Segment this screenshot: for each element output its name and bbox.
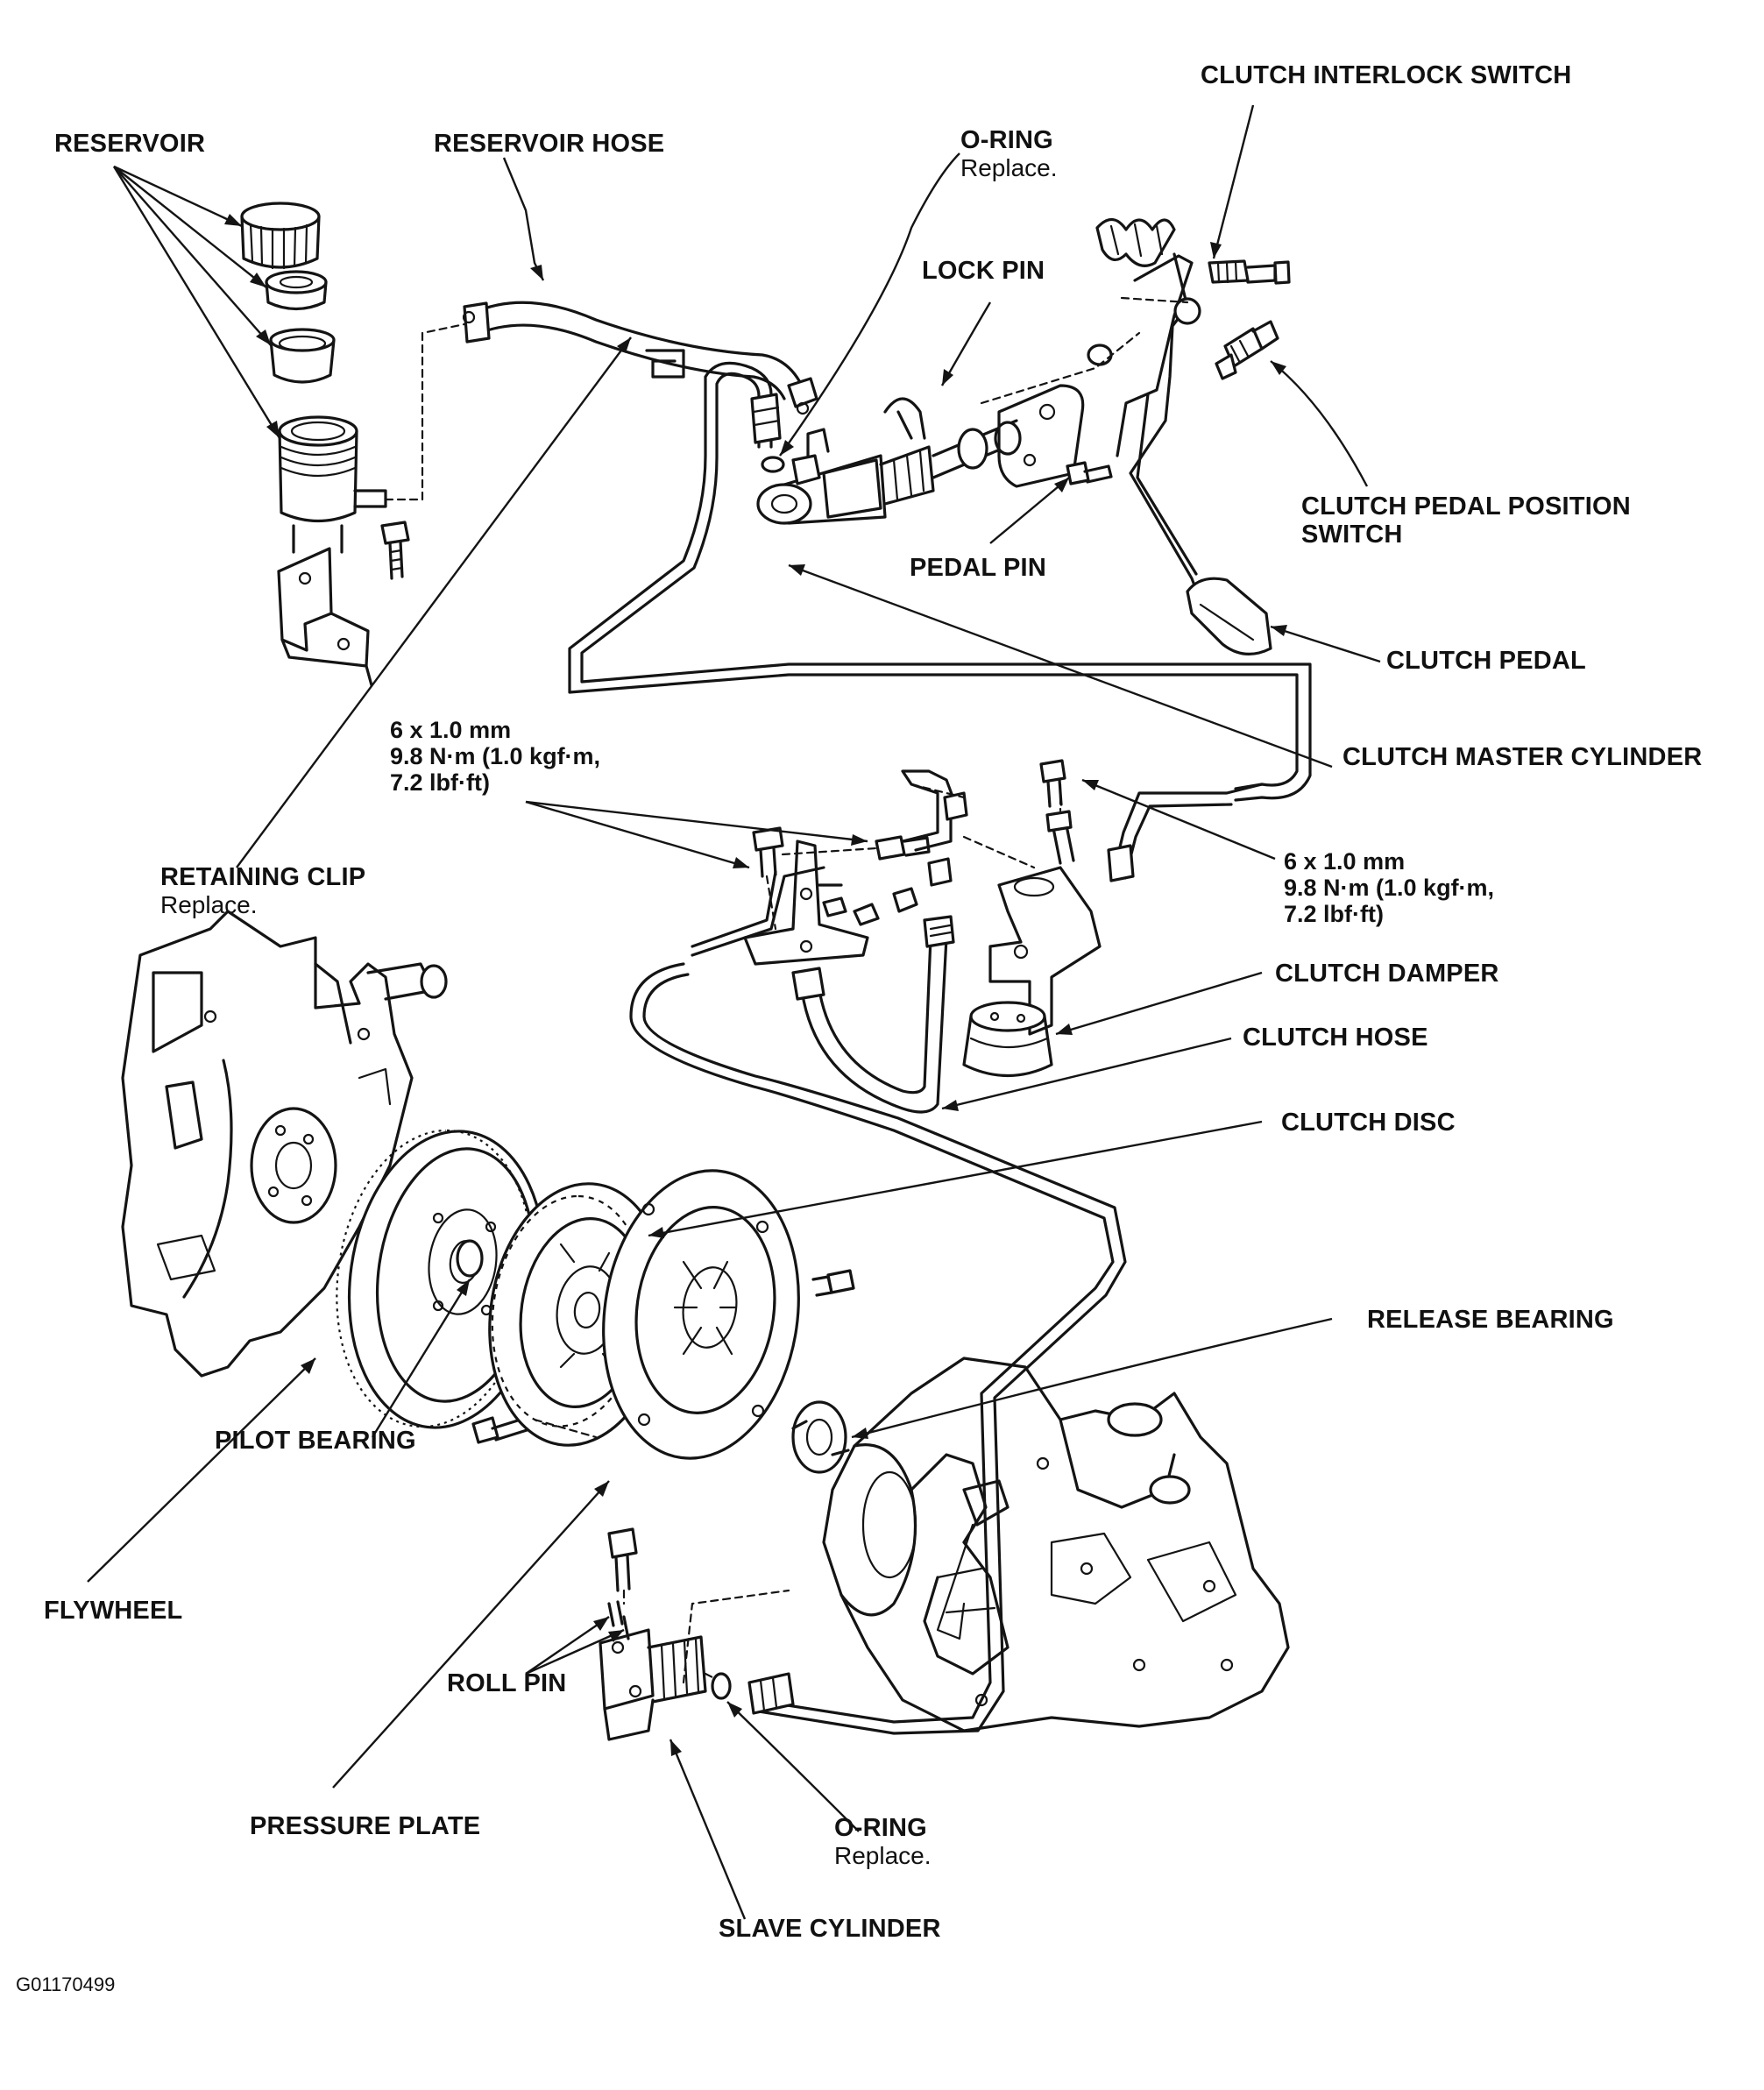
label-torque-right-line2: 9.8 N·m (1.0 kgf·m,	[1284, 875, 1495, 902]
clutch-interlock-switch-part	[1208, 259, 1291, 285]
clutch-master-cylinder-part	[756, 419, 1022, 525]
label-slave-cylinder-title: SLAVE CYLINDER	[719, 1915, 941, 1943]
label-lock-pin-title: LOCK PIN	[922, 257, 1045, 285]
label-torque-right: 6 x 1.0 mm 9.8 N·m (1.0 kgf·m, 7.2 lbf·f…	[1284, 848, 1494, 928]
label-release-bearing: RELEASE BEARING	[1367, 1306, 1614, 1334]
slave-cylinder-part	[599, 1527, 795, 1741]
reservoir-tank-part	[278, 415, 387, 554]
label-torque-left-line2: 9.8 N·m (1.0 kgf·m,	[390, 743, 601, 770]
label-flywheel-title: FLYWHEEL	[44, 1597, 183, 1625]
label-clutch-interlock-switch-title: CLUTCH INTERLOCK SWITCH	[1201, 61, 1572, 89]
label-clutch-master-cylinder-title: CLUTCH MASTER CYLINDER	[1342, 743, 1703, 771]
label-reservoir-title: RESERVOIR	[54, 130, 206, 158]
label-release-bearing-title: RELEASE BEARING	[1367, 1306, 1614, 1334]
clutch-line-to-slave	[629, 962, 1115, 1724]
clutch-pedal-part	[1095, 217, 1272, 655]
pedal-nut-part	[1087, 344, 1113, 366]
retaining-clip-part	[645, 349, 685, 379]
label-pilot-bearing-title: PILOT BEARING	[215, 1427, 416, 1455]
label-o-ring-top-title: O-RING	[960, 126, 1053, 154]
label-clutch-disc-title: CLUTCH DISC	[1281, 1109, 1456, 1137]
label-retaining-clip-note: Replace.	[160, 891, 258, 919]
label-clutch-pedal: CLUTCH PEDAL	[1386, 647, 1586, 675]
reservoir-strainer-part	[269, 328, 336, 384]
label-retaining-clip: RETAINING CLIP Replace.	[160, 863, 365, 919]
label-clutch-damper-title: CLUTCH DAMPER	[1275, 960, 1499, 988]
label-clutch-interlock-switch: CLUTCH INTERLOCK SWITCH	[1201, 61, 1571, 89]
label-clutch-hose: CLUTCH HOSE	[1243, 1024, 1428, 1052]
label-clutch-master-cylinder: CLUTCH MASTER CYLINDER	[1342, 743, 1702, 771]
label-pilot-bearing: PILOT BEARING	[215, 1427, 416, 1455]
label-pedal-pin: PEDAL PIN	[910, 554, 1046, 582]
reservoir-assembly	[240, 202, 410, 687]
label-clutch-pedal-position-switch: CLUTCH PEDAL POSITION SWITCH	[1301, 492, 1631, 549]
label-clutch-hose-title: CLUTCH HOSE	[1243, 1024, 1428, 1052]
pilot-bearing-part	[456, 1239, 484, 1278]
label-clutch-pedal-position-switch-line2: SWITCH	[1301, 521, 1403, 549]
o-ring-top-part	[761, 456, 785, 473]
label-reservoir: RESERVOIR	[54, 130, 205, 158]
label-torque-left-line1: 6 x 1.0 mm	[390, 717, 512, 743]
clutch-damper-bracket-part	[691, 759, 1264, 1077]
lock-pin-part	[883, 397, 926, 440]
reservoir-bracket-part	[277, 547, 373, 687]
label-pedal-pin-title: PEDAL PIN	[910, 554, 1046, 582]
label-torque-left-line3: 7.2 lbf·ft)	[390, 769, 490, 797]
label-torque-right-line3: 7.2 lbf·ft)	[1284, 901, 1384, 928]
clutch-pedal-position-switch-part	[1215, 320, 1279, 380]
reservoir-hose-part	[462, 301, 818, 415]
label-o-ring-bottom: O-RING Replace.	[834, 1814, 932, 1870]
release-bearing-part	[791, 1400, 850, 1474]
label-o-ring-bottom-title: O-RING	[834, 1814, 927, 1842]
reservoir-seal-part	[265, 270, 328, 311]
transmission-part	[822, 1357, 1290, 1732]
label-retaining-clip-title: RETAINING CLIP	[160, 863, 366, 891]
label-flywheel: FLYWHEEL	[44, 1597, 182, 1625]
label-torque-left: 6 x 1.0 mm 9.8 N·m (1.0 kgf·m, 7.2 lbf·f…	[390, 717, 600, 797]
label-pressure-plate-title: PRESSURE PLATE	[250, 1812, 481, 1840]
figure-id: G01170499	[16, 1973, 116, 1995]
label-reservoir-hose-title: RESERVOIR HOSE	[434, 130, 665, 158]
label-roll-pin-title: ROLL PIN	[447, 1669, 567, 1697]
clutch-hose-part	[791, 915, 955, 1114]
reservoir-bolt-part	[380, 521, 410, 580]
label-reservoir-hose: RESERVOIR HOSE	[434, 130, 664, 158]
leader-lines	[87, 104, 1381, 1920]
label-lock-pin: LOCK PIN	[922, 257, 1045, 285]
label-o-ring-top: O-RING Replace.	[960, 126, 1058, 182]
label-clutch-pedal-position-switch-line1: CLUTCH PEDAL POSITION	[1301, 492, 1631, 521]
label-clutch-pedal-title: CLUTCH PEDAL	[1386, 647, 1586, 675]
reservoir-cap-part	[240, 202, 321, 270]
pressure-plate-part	[602, 1169, 855, 1460]
label-o-ring-bottom-note: Replace.	[834, 1842, 932, 1870]
label-roll-pin: ROLL PIN	[447, 1669, 566, 1697]
label-slave-cylinder: SLAVE CYLINDER	[719, 1915, 941, 1943]
pedal-pin-part	[1066, 461, 1113, 485]
label-clutch-damper: CLUTCH DAMPER	[1275, 960, 1499, 988]
label-clutch-disc: CLUTCH DISC	[1281, 1109, 1456, 1137]
clutch-pipe-upper	[568, 361, 1312, 802]
label-torque-right-line1: 6 x 1.0 mm	[1284, 848, 1406, 875]
label-o-ring-top-note: Replace.	[960, 154, 1058, 182]
label-pressure-plate: PRESSURE PLATE	[250, 1812, 480, 1840]
